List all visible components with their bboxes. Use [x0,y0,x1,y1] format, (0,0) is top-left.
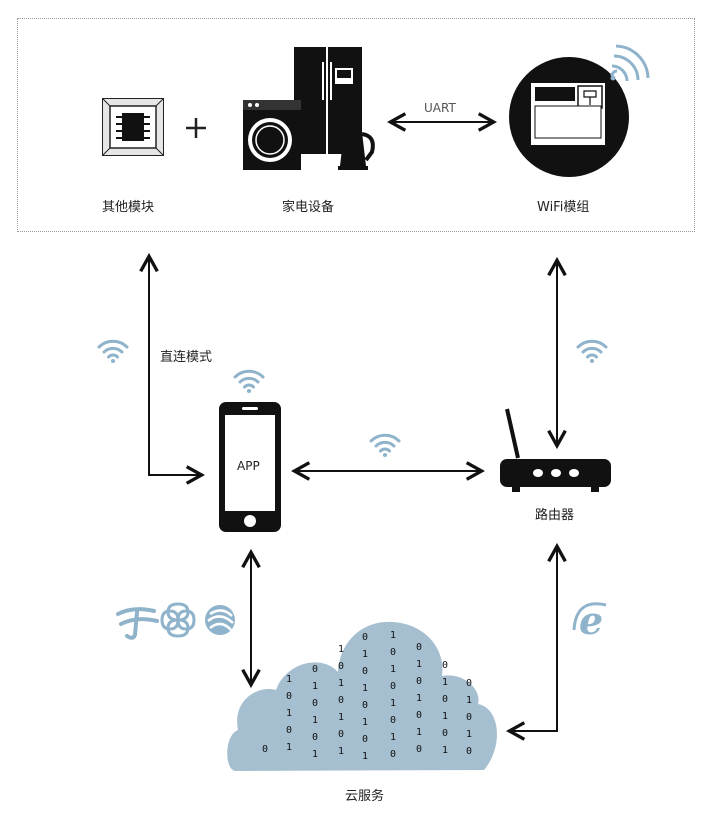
binary-digit: 0 [416,744,422,755]
router-label: 路由器 [535,508,575,523]
binary-digit: 0 [416,642,422,653]
binary-digit: 0 [362,700,368,711]
binary-digit: 1 [362,717,368,728]
router-cloud-arrow [511,548,557,731]
binary-digit: 1 [338,678,344,689]
telecom-logo-icon [116,607,159,640]
appliance-icon [243,47,375,170]
binary-digit: 0 [338,729,344,740]
binary-digit: 1 [390,630,396,641]
other-module-label: 其他模块 [102,200,155,215]
binary-digit: 1 [466,695,472,706]
binary-digit: 0 [286,691,292,702]
binary-digit: 0 [442,694,448,705]
binary-digit: 1 [416,727,422,738]
binary-digit: 0 [362,632,368,643]
binary-digit: 0 [362,734,368,745]
binary-digit: 0 [466,746,472,757]
binary-digit: 1 [416,659,422,670]
binary-digit: 1 [312,681,318,692]
binary-digit: 1 [286,742,292,753]
router-icon [500,408,611,492]
internet-explorer-icon: e [572,598,607,643]
binary-digit: 0 [416,710,422,721]
binary-digit: 0 [390,715,396,726]
binary-digit: 1 [390,732,396,743]
wifi-signal-icon [576,339,608,365]
binary-digit: 1 [312,715,318,726]
binary-digit: 1 [286,674,292,685]
binary-digit: 1 [390,698,396,709]
binary-digit: 1 [286,708,292,719]
app-label: APP [237,459,260,473]
binary-digit: 0 [362,666,368,677]
binary-digit: 0 [286,725,292,736]
binary-digit: 0 [466,678,472,689]
binary-digit: 1 [390,664,396,675]
binary-digit: 1 [362,683,368,694]
binary-digit: 0 [416,676,422,687]
wifi-signal-icon [369,433,401,459]
binary-digit: 0 [466,712,472,723]
binary-digit: 0 [390,681,396,692]
appliance-label: 家电设备 [282,200,335,215]
binary-digit: 1 [442,711,448,722]
binary-digit: 1 [338,712,344,723]
binary-digit: 0 [442,660,448,671]
mobile-logo-icon [205,605,235,635]
wifi-signal-icon [97,339,129,365]
cloud-icon: 0 1 0 1 0 1 0 1 0 1 0 1 1 0 1 0 1 0 1 0 1 0 1 0 1 0 1 1 0 1 0 1 0 1 0 0 1 0 1 0… [227,621,497,771]
direct-mode-label: 直连模式 [160,350,213,365]
plus-sign [186,118,206,138]
binary-digit: 1 [362,649,368,660]
cloud-label: 云服务 [345,789,385,804]
binary-digit: 1 [338,746,344,757]
binary-digit: 0 [312,664,318,675]
binary-digit: 0 [442,728,448,739]
wifi-module-icon [509,44,650,177]
binary-digit: 0 [338,661,344,672]
binary-digit: 1 [442,745,448,756]
binary-digit: 1 [338,644,344,655]
binary-digit: 1 [442,677,448,688]
binary-digit: 0 [312,732,318,743]
binary-digit: 1 [466,729,472,740]
wifi-module-label: WiFi模组 [537,200,590,215]
binary-digit: 0 [390,749,396,760]
binary-digit: 0 [338,695,344,706]
wifi-signal-icon [233,369,265,395]
binary-digit: 1 [416,693,422,704]
direct-mode-arrow [149,258,200,475]
chip-icon [102,98,164,156]
binary-digit: 0 [262,744,268,755]
binary-digit: 0 [312,698,318,709]
unicom-logo-icon [160,602,196,638]
binary-digit: 1 [312,749,318,760]
device-side-box [17,18,695,232]
binary-digit: 1 [362,751,368,762]
binary-digit: 0 [390,647,396,658]
uart-label: UART [424,101,456,115]
smartphone-icon [219,402,281,532]
